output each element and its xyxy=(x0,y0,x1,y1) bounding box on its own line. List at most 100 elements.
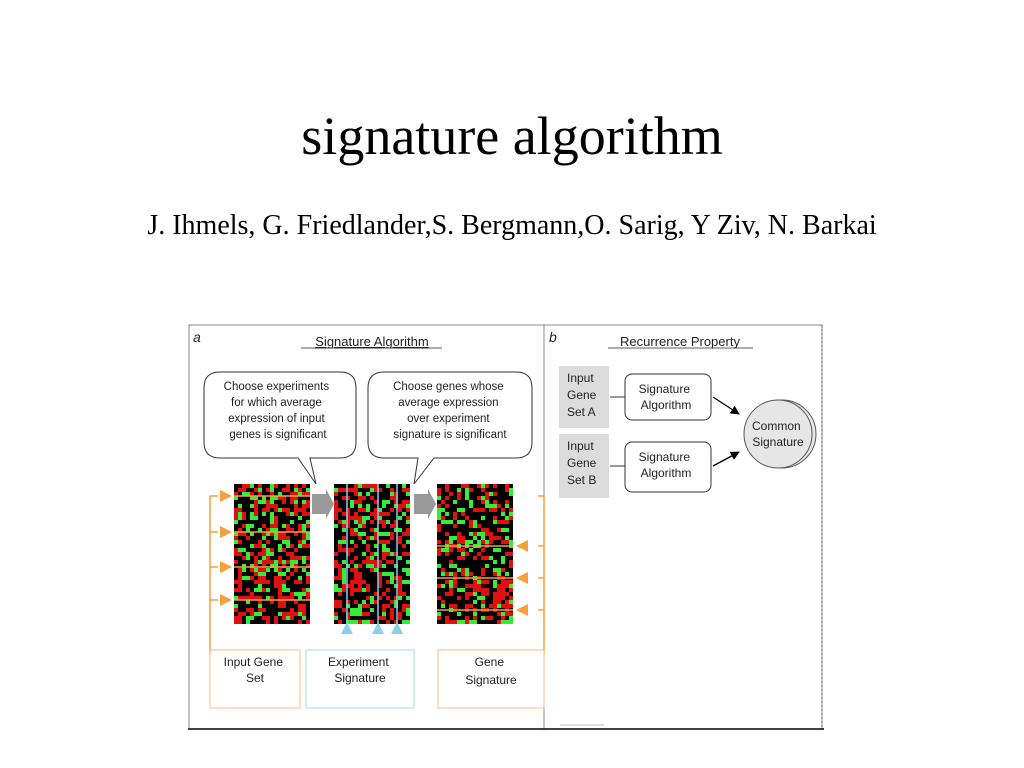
bubble-right-text: Choose genes whose average expression ov… xyxy=(393,381,507,441)
heatmap-cell xyxy=(338,564,342,568)
heatmap-cell xyxy=(509,488,513,492)
heatmap-cell xyxy=(234,552,238,556)
heatmap-cell xyxy=(258,560,262,564)
heatmap-cell xyxy=(398,516,402,520)
heatmap-cell xyxy=(406,516,410,520)
heatmap-cell xyxy=(493,580,497,584)
heatmap-cell xyxy=(374,560,378,564)
heatmap-cell xyxy=(509,540,513,544)
heatmap-cell xyxy=(370,484,374,488)
heatmap-cell xyxy=(266,588,270,592)
heatmap-cell xyxy=(445,592,449,596)
heatmap-cell xyxy=(350,532,354,536)
heatmap-cell xyxy=(250,608,254,612)
heatmap-cell xyxy=(338,592,342,596)
heatmap-cell xyxy=(437,508,441,512)
heatmap-cell xyxy=(250,532,254,536)
heatmap-cell xyxy=(445,580,449,584)
step-arrow-2 xyxy=(414,489,436,519)
heatmap-cell xyxy=(374,488,378,492)
heatmap-cell xyxy=(485,528,489,532)
heatmap-cell xyxy=(378,560,382,564)
heatmap-cell xyxy=(294,556,298,560)
heatmap-cell xyxy=(477,496,481,500)
heatmap-cell xyxy=(302,484,306,488)
heatmap-cell xyxy=(286,540,290,544)
heatmap-cell xyxy=(473,612,477,616)
heatmap-cell xyxy=(437,504,441,508)
heatmap-cell xyxy=(258,588,262,592)
heatmap-cell xyxy=(278,572,282,576)
signature-algorithm-b-box xyxy=(624,441,712,493)
heatmap-cell xyxy=(278,496,282,500)
heatmap-cell xyxy=(493,536,497,540)
heatmap-cell xyxy=(501,592,505,596)
heatmap-cell xyxy=(242,492,246,496)
heatmap-cell xyxy=(497,592,501,596)
heatmap-cell xyxy=(386,580,390,584)
heatmap-cell xyxy=(270,560,274,564)
heatmap-cell xyxy=(338,572,342,576)
heatmap-cell xyxy=(445,616,449,620)
heatmap-cell xyxy=(234,588,238,592)
heatmap-cell xyxy=(453,512,457,516)
heatmap-cell xyxy=(382,512,386,516)
heatmap-cell xyxy=(489,492,493,496)
heatmap-cell xyxy=(246,524,250,528)
heatmap-cell xyxy=(342,576,346,580)
heatmap-cell xyxy=(334,600,338,604)
heatmap-cell xyxy=(298,528,302,532)
slide-title: signature algorithm xyxy=(301,106,723,166)
heatmap-cell xyxy=(274,528,278,532)
heatmap-cell xyxy=(394,504,398,508)
heatmap-cell xyxy=(278,600,282,604)
heatmap-cell xyxy=(258,576,262,580)
heatmap-cell xyxy=(346,584,350,588)
heatmap-cell xyxy=(234,560,238,564)
heatmap-cell xyxy=(374,500,378,504)
heatmap-cell xyxy=(270,512,274,516)
heatmap-cell xyxy=(406,620,410,624)
heatmap-cell xyxy=(262,508,266,512)
heatmap-cell xyxy=(282,524,286,528)
heatmap-cell xyxy=(370,488,374,492)
heatmap-cell xyxy=(258,596,262,600)
bubble-right xyxy=(367,371,533,485)
heatmap-cell xyxy=(234,616,238,620)
heatmap-cell xyxy=(362,524,366,528)
heatmap-cell xyxy=(473,508,477,512)
heatmap-cell xyxy=(366,536,370,540)
heatmap-cell xyxy=(382,544,386,548)
heatmap-cell xyxy=(501,596,505,600)
heatmap-cell xyxy=(266,540,270,544)
heatmap-cell xyxy=(362,520,366,524)
heatmap-cell xyxy=(350,612,354,616)
heatmap-cell xyxy=(234,520,238,524)
heatmap-cell xyxy=(406,500,410,504)
heatmap-cell xyxy=(266,500,270,504)
heatmap-cell xyxy=(306,564,310,568)
heatmap-cell xyxy=(298,576,302,580)
heatmap-cell xyxy=(481,568,485,572)
heatmap-cell xyxy=(358,508,362,512)
heatmap-cell xyxy=(354,492,358,496)
heatmap-cell xyxy=(390,536,394,540)
heatmap-cell xyxy=(282,596,286,600)
heatmap-cell xyxy=(406,596,410,600)
heatmap-cell xyxy=(461,572,465,576)
heatmap-cell xyxy=(342,512,346,516)
heatmap-cell xyxy=(509,584,513,588)
heatmap-cell xyxy=(469,540,473,544)
heatmap-cell xyxy=(398,580,402,584)
heatmap-cell xyxy=(290,544,294,548)
heatmap-cell xyxy=(238,572,242,576)
heatmap-cell xyxy=(266,552,270,556)
heatmap-cell xyxy=(390,552,394,556)
heatmap-cell xyxy=(262,500,266,504)
heatmap-cell xyxy=(354,612,358,616)
heatmap-cell xyxy=(362,508,366,512)
heatmap-cell xyxy=(441,584,445,588)
heatmap-cell xyxy=(449,572,453,576)
heatmap-cell xyxy=(302,524,306,528)
heatmap-cell xyxy=(246,484,250,488)
